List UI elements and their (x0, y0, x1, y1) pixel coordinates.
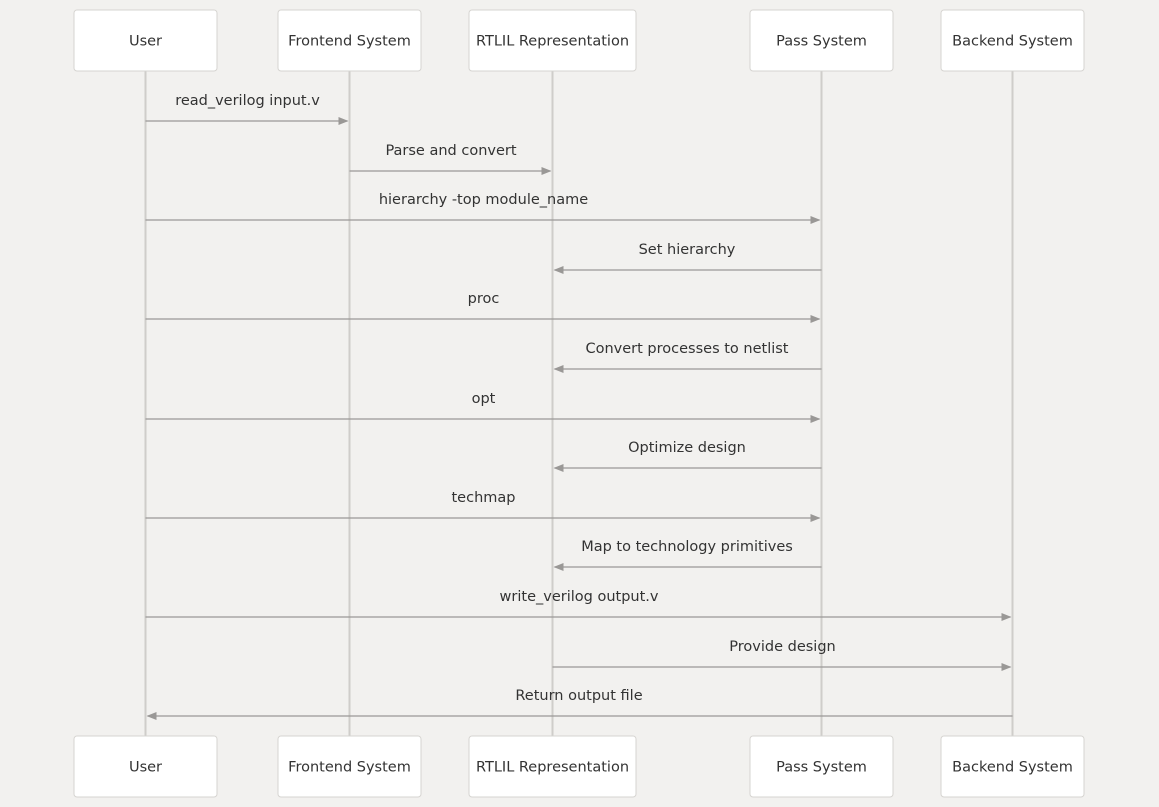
message-label: proc (468, 291, 500, 307)
actor-label: RTLIL Representation (476, 760, 629, 776)
actor-box (749, 735, 894, 798)
actor-box (940, 9, 1085, 72)
message-8: Optimize design (553, 440, 822, 472)
actor-rtlil-top: RTLIL Representation (468, 9, 637, 72)
message-6: Convert processes to netlist (553, 341, 822, 373)
actor-box (749, 9, 894, 72)
actor-label: Pass System (776, 34, 867, 50)
message-label: Provide design (729, 639, 835, 655)
message-label: read_verilog input.v (175, 93, 320, 109)
actor-label: Frontend System (288, 34, 411, 50)
actor-box (73, 9, 218, 72)
actor-rtlil-bottom: RTLIL Representation (468, 735, 637, 798)
actor-backend-top: Backend System (940, 9, 1085, 72)
message-label: Convert processes to netlist (585, 341, 788, 357)
actor-user-top: User (73, 9, 218, 72)
actor-label: User (129, 760, 162, 776)
message-7: opt (145, 391, 821, 423)
actor-frontend-bottom: Frontend System (277, 735, 422, 798)
message-3: hierarchy -top module_name (145, 192, 821, 224)
message-2: Parse and convert (349, 143, 552, 175)
actor-box (940, 735, 1085, 798)
message-10: Map to technology primitives (553, 539, 822, 571)
actor-box (468, 735, 637, 798)
lifelines-layer (144, 71, 1014, 736)
actor-box (73, 735, 218, 798)
actor-label: User (129, 34, 162, 50)
actor-label: Backend System (952, 34, 1073, 50)
message-9: techmap (145, 490, 821, 522)
message-label: Set hierarchy (639, 242, 736, 258)
actor-label: RTLIL Representation (476, 34, 629, 50)
message-label: opt (472, 391, 496, 407)
message-label: Map to technology primitives (581, 539, 793, 555)
actor-box (277, 735, 422, 798)
actor-box (468, 9, 637, 72)
message-13: Return output file (146, 688, 1013, 720)
actor-user-bottom: User (73, 735, 218, 798)
message-12: Provide design (552, 639, 1012, 671)
actor-label: Frontend System (288, 760, 411, 776)
actor-backend-bottom: Backend System (940, 735, 1085, 798)
actor-pass-bottom: Pass System (749, 735, 894, 798)
actor-box (277, 9, 422, 72)
message-4: Set hierarchy (553, 242, 822, 274)
message-label: Optimize design (628, 440, 746, 456)
actor-label: Pass System (776, 760, 867, 776)
actor-label: Backend System (952, 760, 1073, 776)
message-label: Parse and convert (385, 143, 516, 159)
message-label: Return output file (515, 688, 642, 704)
message-11: write_verilog output.v (145, 589, 1012, 621)
actor-pass-top: Pass System (749, 9, 894, 72)
message-label: techmap (452, 490, 516, 506)
message-label: write_verilog output.v (500, 589, 659, 605)
message-label: hierarchy -top module_name (379, 192, 588, 208)
actor-frontend-top: Frontend System (277, 9, 422, 72)
message-1: read_verilog input.v (145, 93, 349, 125)
message-5: proc (145, 291, 821, 323)
